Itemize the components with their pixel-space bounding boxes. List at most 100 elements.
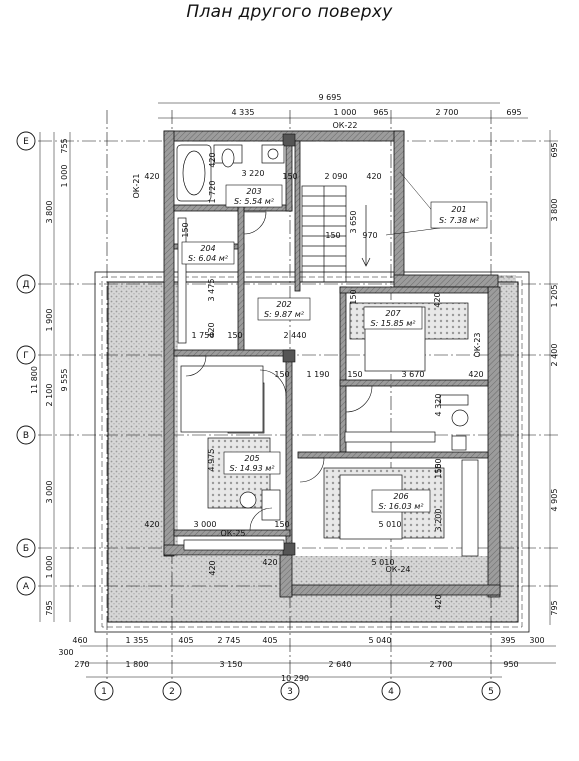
svg-text:205: 205 (244, 454, 259, 463)
svg-text:420: 420 (208, 152, 217, 167)
svg-text:9 555: 9 555 (60, 369, 69, 392)
svg-text:201: 201 (451, 205, 466, 214)
svg-text:S: 9.87 м²: S: 9.87 м² (264, 310, 305, 319)
axis-marker-v: В (16, 425, 36, 445)
svg-text:Г: Г (23, 351, 29, 361)
svg-text:S: 15.85 м²: S: 15.85 м² (370, 319, 416, 328)
svg-text:3 000: 3 000 (194, 520, 217, 529)
svg-text:203: 203 (246, 187, 261, 196)
furniture (177, 217, 479, 557)
svg-text:3 150: 3 150 (220, 660, 243, 669)
svg-text:795: 795 (45, 600, 54, 615)
axis-marker-4: 4 (381, 681, 401, 701)
dimensions-left: 755 1 000 3 800 1 900 2 100 3 000 1 000 … (30, 138, 69, 615)
svg-text:150: 150 (434, 458, 443, 473)
svg-text:1 800: 1 800 (126, 660, 149, 669)
svg-text:S: 16.03 м²: S: 16.03 м² (378, 502, 424, 511)
svg-text:2 640: 2 640 (329, 660, 352, 669)
svg-text:300: 300 (529, 636, 544, 645)
svg-text:3 670: 3 670 (402, 370, 425, 379)
svg-text:300: 300 (58, 648, 73, 657)
svg-text:2 100: 2 100 (45, 384, 54, 407)
svg-text:970: 970 (362, 231, 377, 240)
svg-text:150: 150 (274, 520, 289, 529)
svg-text:1 900: 1 900 (45, 309, 54, 332)
svg-text:395: 395 (500, 636, 515, 645)
svg-text:3 475: 3 475 (207, 279, 216, 302)
svg-text:420: 420 (207, 322, 216, 337)
svg-text:ОК-24: ОК-24 (385, 565, 410, 574)
svg-text:150: 150 (227, 331, 242, 340)
room-203: 203 S: 5.54 м² (225, 184, 283, 208)
axis-marker-a: А (16, 576, 36, 596)
svg-text:2 090: 2 090 (325, 172, 348, 181)
svg-text:420: 420 (433, 292, 442, 307)
svg-text:405: 405 (262, 636, 277, 645)
svg-text:420: 420 (434, 594, 443, 609)
dimension-lines (39, 102, 556, 678)
axis-marker-5: 5 (481, 681, 501, 701)
svg-text:150: 150 (349, 289, 358, 304)
svg-text:4 975: 4 975 (207, 449, 216, 472)
svg-text:150: 150 (347, 370, 362, 379)
svg-text:420: 420 (208, 560, 217, 575)
svg-text:3 650: 3 650 (349, 211, 358, 234)
svg-text:11 800: 11 800 (30, 366, 39, 394)
plan-title: План другого поверху (186, 2, 393, 22)
dimensions-right: 695 3 800 1 205 2 400 4 905 795 (550, 142, 559, 615)
svg-text:460: 460 (72, 636, 87, 645)
svg-text:3: 3 (287, 687, 293, 697)
svg-text:S: 7.38 м²: S: 7.38 м² (439, 216, 480, 225)
svg-text:3 800: 3 800 (45, 201, 54, 224)
svg-text:3 000: 3 000 (45, 481, 54, 504)
svg-text:202: 202 (276, 300, 291, 309)
svg-text:2 700: 2 700 (436, 108, 459, 117)
svg-text:1 720: 1 720 (208, 181, 217, 204)
doors (185, 211, 373, 531)
svg-text:1 000: 1 000 (45, 556, 54, 579)
svg-text:150: 150 (434, 463, 443, 478)
axis-markers-numbers: 1 2 3 4 5 (94, 681, 501, 701)
room-201: 201 S: 7.38 м² (430, 201, 488, 229)
svg-text:А: А (23, 582, 30, 592)
svg-text:420: 420 (468, 370, 483, 379)
svg-text:150: 150 (325, 231, 340, 240)
svg-text:S: 5.54 м²: S: 5.54 м² (234, 197, 275, 206)
room-labels: 201 S: 7.38 м² 202 S: 9.87 м² 203 S: 5.5… (181, 184, 488, 513)
svg-text:2 745: 2 745 (218, 636, 241, 645)
svg-text:2 440: 2 440 (284, 331, 307, 340)
svg-text:206: 206 (393, 492, 408, 501)
room-204: 204 S: 6.04 м² (181, 241, 235, 265)
svg-text:420: 420 (366, 172, 381, 181)
svg-text:ОК-22: ОК-22 (332, 121, 357, 130)
dimensions-bottom: 460 1 355 405 2 745 405 5 040 395 300 30… (58, 636, 544, 683)
svg-text:2 400: 2 400 (550, 344, 559, 367)
dimensions-interior: 420 3 220 420 1 720 150 2 090 420 3 650 … (144, 152, 483, 609)
svg-text:1 355: 1 355 (126, 636, 149, 645)
svg-text:1 190: 1 190 (307, 370, 330, 379)
svg-text:420: 420 (144, 172, 159, 181)
svg-text:1: 1 (101, 687, 107, 697)
svg-text:В: В (23, 431, 29, 441)
svg-text:4: 4 (388, 687, 394, 697)
svg-text:204: 204 (200, 244, 215, 253)
svg-text:10 290: 10 290 (281, 674, 309, 683)
axis-marker-2: 2 (162, 681, 182, 701)
axis-marker-e: Е (16, 131, 36, 151)
axis-marker-1: 1 (94, 681, 114, 701)
svg-text:9 695: 9 695 (319, 93, 342, 102)
svg-text:S: 6.04 м²: S: 6.04 м² (188, 254, 229, 263)
svg-text:5 010: 5 010 (379, 520, 402, 529)
svg-text:4 335: 4 335 (232, 108, 255, 117)
axis-marker-d: Д (16, 274, 36, 294)
svg-text:695: 695 (506, 108, 521, 117)
room-202: 202 S: 9.87 м² (257, 297, 311, 321)
svg-text:1 750: 1 750 (192, 331, 215, 340)
svg-text:795: 795 (550, 600, 559, 615)
svg-text:150: 150 (181, 222, 190, 237)
room-207: 207 S: 15.85 м² (363, 306, 423, 330)
svg-text:2: 2 (169, 687, 175, 697)
svg-text:150: 150 (274, 370, 289, 379)
svg-text:1 205: 1 205 (550, 285, 559, 308)
